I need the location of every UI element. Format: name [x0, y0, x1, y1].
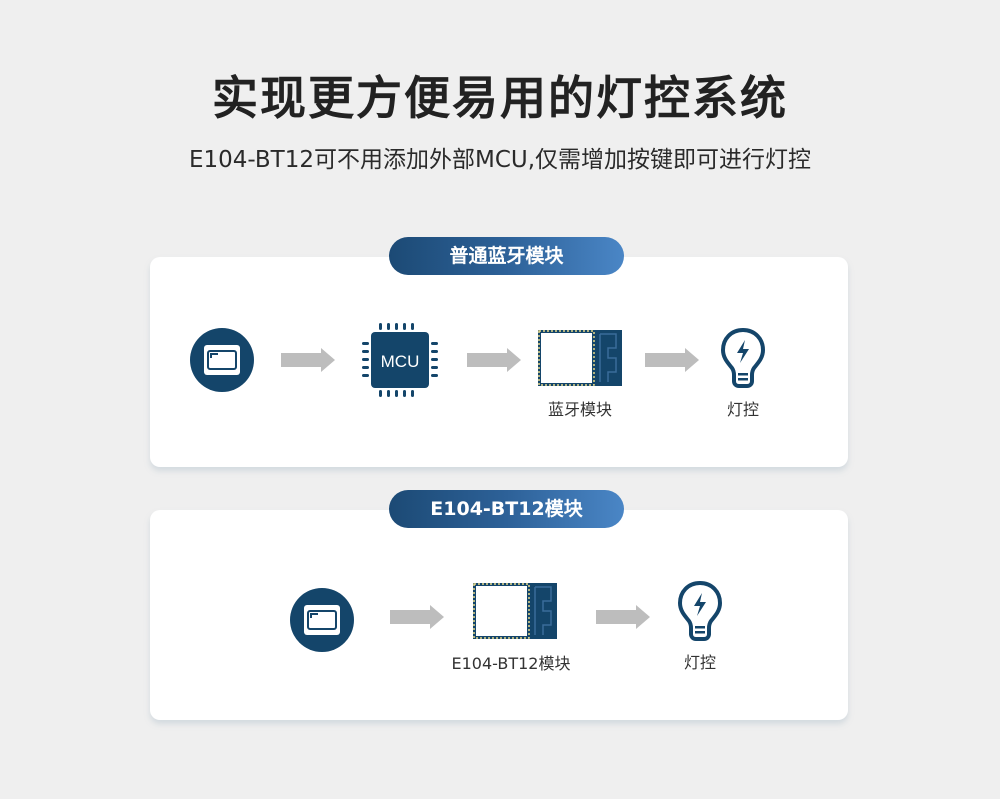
node-label-bluetooth-module: 蓝牙模块 — [547, 400, 613, 419]
section-label-normal-bluetooth: 普通蓝牙模块 — [389, 237, 624, 275]
lightbulb-icon — [720, 327, 766, 388]
switch-panel-icon — [290, 588, 354, 652]
arrow-right-icon — [467, 348, 521, 372]
bluetooth-module-icon — [538, 330, 622, 386]
arrow-right-icon — [596, 605, 650, 629]
node-label-light-control: 灯控 — [683, 653, 717, 672]
mcu-chip-icon: MCU — [362, 323, 438, 397]
bluetooth-module-icon — [473, 583, 557, 639]
arrow-right-icon — [390, 605, 444, 629]
node-label-light-control: 灯控 — [726, 400, 760, 419]
node-label-e104-bt12-module: E104-BT12模块 — [451, 654, 571, 673]
arrow-right-icon — [645, 348, 699, 372]
page-title: 实现更方便易用的灯控系统 — [212, 71, 788, 125]
diagram-card-normal-bluetooth: MCU 蓝牙模块 灯控 — [150, 257, 848, 467]
mcu-chip-label: MCU — [381, 352, 420, 371]
arrow-right-icon — [281, 348, 335, 372]
lightbulb-icon — [677, 580, 723, 641]
switch-panel-icon — [190, 328, 254, 392]
section-label-e104-bt12: E104-BT12模块 — [389, 490, 624, 528]
page-subtitle: E104-BT12可不用添加外部MCU,仅需增加按键即可进行灯控 — [188, 147, 812, 173]
diagram-card-e104-bt12: E104-BT12模块 灯控 — [150, 510, 848, 720]
